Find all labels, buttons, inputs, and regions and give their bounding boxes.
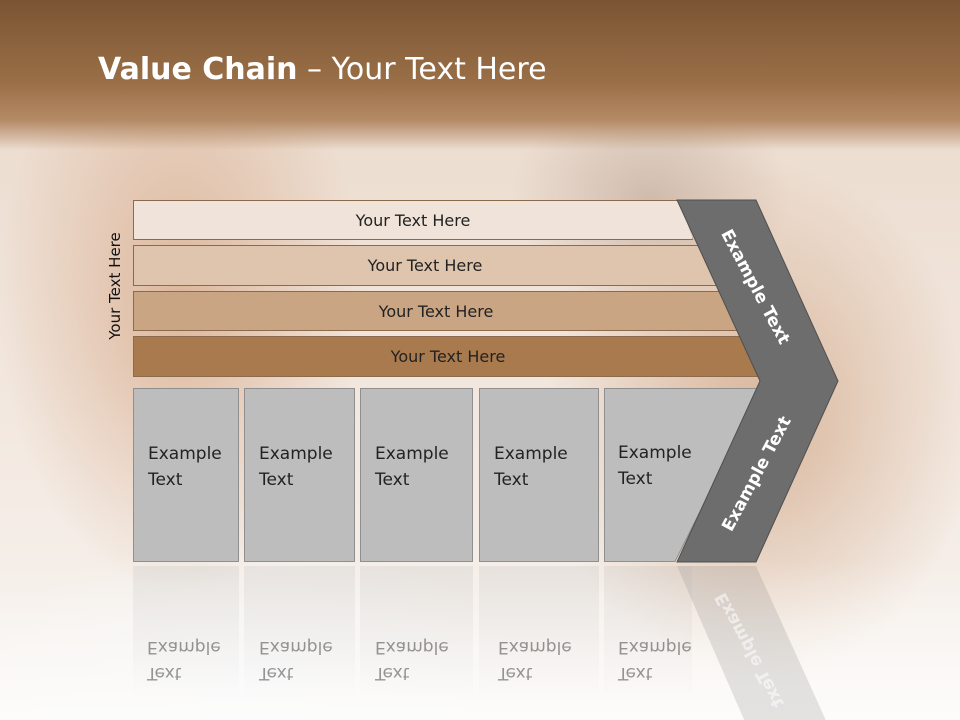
box-line-2: Text <box>148 470 183 490</box>
primary-activity-box-2[interactable]: Example Text <box>244 388 355 562</box>
tier-label: Your Text Here <box>390 347 506 366</box>
primary-activity-box-5[interactable]: Example Text <box>604 388 762 562</box>
box-line-2: Text <box>618 469 653 489</box>
box-reflection-2 <box>244 566 355 700</box>
box-line-2: Text <box>259 470 294 490</box>
primary-activity-box-3[interactable]: Example Text <box>360 388 473 562</box>
background-fade <box>0 560 960 720</box>
box-line-2: Text <box>375 470 410 490</box>
box-line-1: Example <box>494 444 568 464</box>
tier-3[interactable]: Your Text Here <box>133 291 739 331</box>
title-bold: Value Chain <box>98 52 298 87</box>
tier-2[interactable]: Your Text Here <box>133 245 717 286</box>
box-reflection-4 <box>479 566 599 700</box>
tier-label: Your Text Here <box>367 256 483 275</box>
tier-label: Your Text Here <box>378 301 494 321</box>
vertical-side-label[interactable]: Your Text Here <box>106 232 124 340</box>
box-line-1: Example <box>618 443 692 463</box>
slide-title[interactable]: Value Chain – Your Text Here <box>98 52 547 87</box>
tier-1[interactable]: Your Text Here <box>133 200 693 240</box>
box-line-2: Text <box>494 470 529 490</box>
box-line-1: Example <box>259 444 333 464</box>
tier-label: Your Text Here <box>355 210 471 230</box>
box-reflection-3 <box>360 566 473 700</box>
title-bar <box>0 0 960 150</box>
primary-activity-box-4[interactable]: Example Text <box>479 388 599 562</box>
title-rest: – Your Text Here <box>297 52 547 87</box>
primary-activity-box-1[interactable]: Example Text <box>133 388 239 562</box>
tier-4[interactable]: Your Text Here <box>133 336 763 377</box>
box-reflection-1 <box>133 566 239 700</box>
box-reflection-5 <box>604 566 692 700</box>
box-line-1: Example <box>148 444 222 464</box>
box-line-1: Example <box>375 444 449 464</box>
